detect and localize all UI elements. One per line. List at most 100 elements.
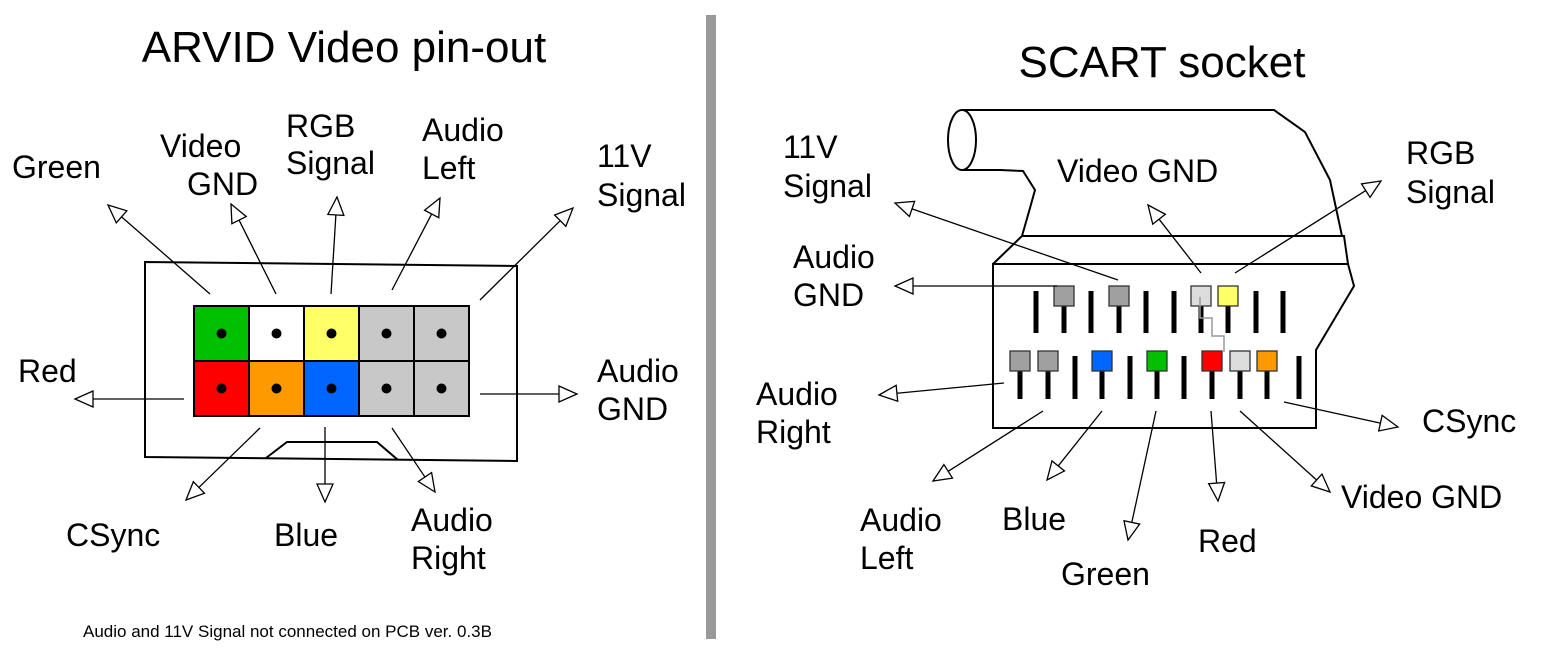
arvid-label-red: Red — [18, 353, 77, 389]
scart-pin-bottom-3 — [1072, 356, 1078, 399]
scart-label-audio-gnd: Audio GND — [793, 239, 884, 313]
scart-label-audio-right: Audio Right — [756, 376, 847, 450]
scart-marker-top-3 — [1190, 285, 1212, 307]
scart-marker-bottom-4 — [1146, 350, 1168, 372]
scart-marker-bottom-5 — [1201, 350, 1223, 372]
scart-marker-top-4 — [1217, 285, 1239, 307]
scart-socket-top-left — [992, 235, 1023, 265]
scart-panel: SCART socket 11V Signal Video GND RGB Si… — [756, 38, 1516, 592]
scart-leader-11v-signal — [893, 200, 1119, 281]
arvid-label-audio-right: Audio Right — [411, 502, 502, 576]
arvid-pin-dot — [326, 383, 337, 394]
arvid-pin-dot — [216, 383, 227, 394]
scart-marker-bottom-7 — [1256, 350, 1278, 372]
arvid-pin-dot — [381, 383, 392, 394]
arvid-pin-header — [193, 305, 470, 417]
arvid-label-audio-gnd: Audio GND — [597, 353, 688, 427]
scart-pin-bottom-8 — [1209, 356, 1215, 399]
arvid-label-11v-signal: 11V Signal — [597, 138, 686, 213]
panel-divider — [706, 15, 716, 639]
scart-leader-csync — [1283, 401, 1400, 432]
scart-pin-top-3 — [1088, 291, 1094, 333]
scart-pin-top-5 — [1143, 291, 1149, 333]
scart-pin-top-9 — [1253, 291, 1259, 333]
scart-leader-blue — [1046, 410, 1103, 482]
arvid-connector-key — [265, 441, 399, 461]
arvid-leader-audio-gnd — [480, 384, 579, 404]
scart-label-green: Green — [1061, 556, 1150, 592]
scart-pins — [1009, 285, 1302, 399]
scart-pin-bottom-5 — [1127, 356, 1133, 399]
arvid-leader-red — [73, 389, 184, 409]
scart-pin-top-8 — [1225, 291, 1231, 333]
arvid-label-green: Green — [12, 149, 101, 185]
scart-label-rgb-signal: RGB Signal — [1406, 135, 1495, 210]
scart-leader-audio-gnd — [893, 276, 1057, 296]
scart-pin-bottom-9 — [1237, 356, 1243, 399]
scart-pin-bottom-7 — [1181, 356, 1187, 399]
scart-pin-top-4 — [1116, 291, 1122, 333]
scart-leader-red — [1207, 410, 1226, 503]
arvid-leader-audio-left — [391, 196, 441, 291]
arvid-pin-dot — [271, 383, 282, 394]
scart-leader-lines — [877, 180, 1400, 542]
scart-socket-body — [992, 263, 1356, 429]
arvid-title: ARVID Video pin-out — [142, 23, 546, 72]
scart-label-blue: Blue — [1002, 501, 1066, 537]
scart-cable-end — [947, 109, 977, 171]
scart-pin-bottom-1 — [1017, 356, 1023, 399]
arvid-leader-video-gnd — [230, 202, 277, 295]
scart-pin-bottom-11 — [1296, 356, 1302, 399]
arvid-footnote: Audio and 11V Signal not connected on PC… — [83, 622, 492, 641]
arvid-panel: ARVID Video pin-out Green Video GND RGB … — [12, 23, 688, 641]
scart-cable-outline — [962, 109, 1343, 237]
arvid-connector-outline — [144, 260, 518, 463]
scart-leader-audio-right — [877, 382, 1005, 403]
scart-leader-green — [1123, 410, 1157, 542]
scart-jumper-wire — [1199, 297, 1225, 352]
arvid-label-csync: CSync — [66, 517, 160, 553]
scart-pin-bottom-6 — [1154, 356, 1160, 399]
scart-label-11v-signal: 11V Signal — [783, 129, 872, 204]
scart-leader-rgb-signal — [1234, 180, 1383, 274]
scart-label-red: Red — [1198, 523, 1257, 559]
scart-label-audio-left: Audio Left — [860, 502, 951, 576]
scart-marker-top-2 — [1108, 285, 1130, 307]
scart-pin-bottom-10 — [1264, 356, 1270, 399]
arvid-label-rgb-signal: RGB Signal — [286, 108, 375, 181]
scart-cable-bend — [962, 169, 1037, 237]
scart-label-video-gnd-top: Video GND — [1057, 153, 1218, 189]
scart-label-csync: CSync — [1422, 403, 1516, 439]
arvid-label-video-gnd: Video GND — [160, 128, 258, 202]
arvid-leader-11v-signal — [479, 206, 575, 301]
scart-pin-top-7 — [1198, 291, 1204, 333]
arvid-pin-dot — [271, 328, 282, 339]
arvid-leader-lines — [73, 195, 579, 504]
scart-marker-bottom-3 — [1091, 350, 1113, 372]
scart-marker-bottom-1 — [1009, 350, 1031, 372]
scart-pin-top-6 — [1171, 291, 1177, 333]
scart-marker-bottom-2 — [1037, 350, 1059, 372]
arvid-leader-audio-right — [391, 427, 436, 494]
arvid-leader-green — [106, 203, 211, 295]
arvid-cell-bottom-5 — [413, 360, 470, 417]
arvid-label-audio-left: Audio Left — [422, 112, 513, 186]
arvid-label-blue: Blue — [274, 517, 338, 553]
scart-marker-bottom-6 — [1229, 350, 1251, 372]
scart-pin-bottom-2 — [1045, 356, 1051, 399]
arvid-pin-dot — [381, 328, 392, 339]
scart-leader-audio-left — [931, 410, 1044, 482]
arvid-pin-dot — [326, 328, 337, 339]
arvid-leader-rgb-signal — [326, 195, 345, 295]
scart-socket-top — [1022, 235, 1349, 265]
scart-label-video-gnd-bottom: Video GND — [1341, 479, 1502, 515]
scart-pin-top-2 — [1061, 291, 1067, 333]
arvid-pin-dot — [436, 328, 447, 339]
scart-pin-bottom-4 — [1099, 356, 1105, 399]
arvid-leader-csync — [184, 427, 261, 502]
scart-pin-top-1 — [1033, 291, 1039, 333]
arvid-pin-dot — [436, 383, 447, 394]
arvid-leader-blue — [315, 427, 335, 504]
scart-leader-video-gnd-bottom — [1239, 410, 1332, 494]
